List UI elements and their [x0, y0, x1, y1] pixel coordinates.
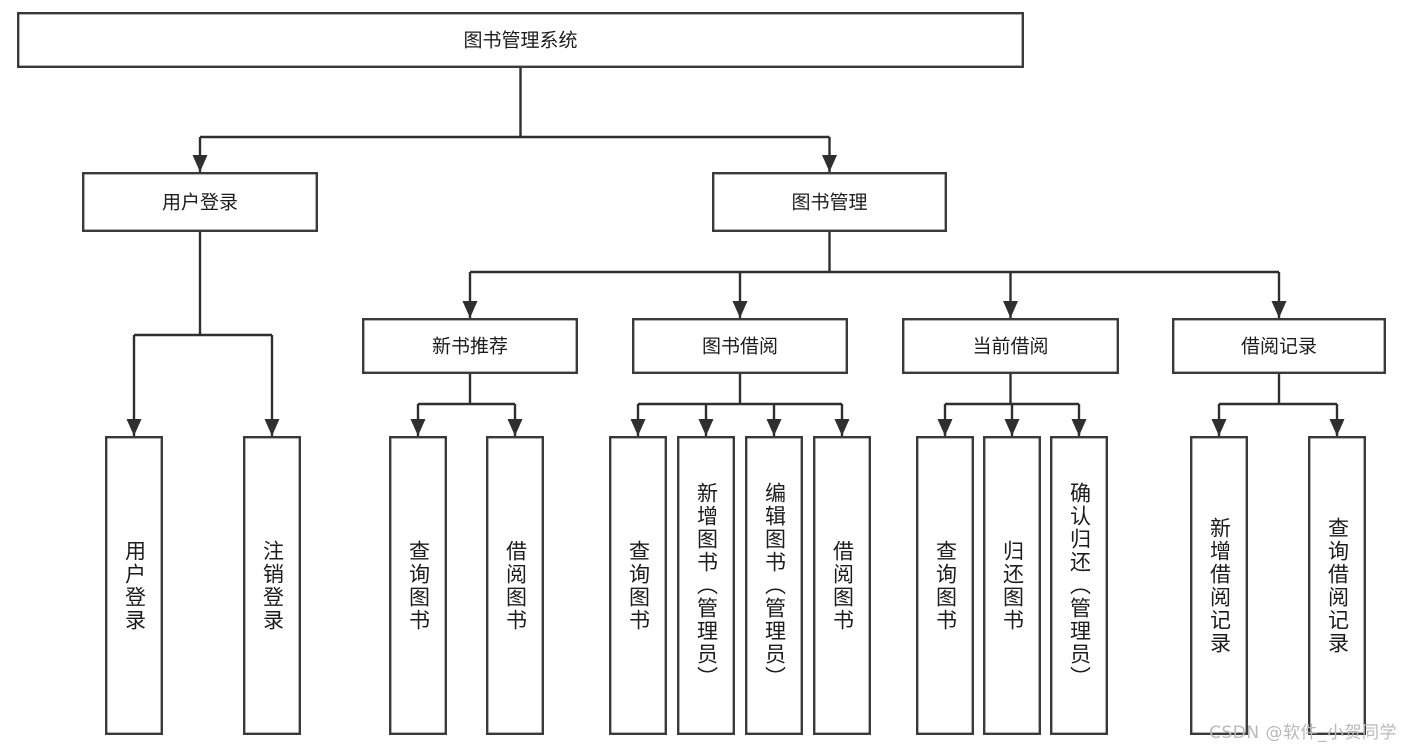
node-box-user-login[interactable]	[81, 171, 319, 232]
arrow-head-icon	[1211, 419, 1227, 436]
node-label-user-login: 用户登录	[162, 192, 238, 214]
arrow-head-icon	[1004, 419, 1020, 436]
arrow-head-icon	[732, 301, 748, 318]
node-box-query-book-3[interactable]	[916, 436, 975, 736]
arrow-head-icon	[1329, 419, 1345, 436]
node-box-root[interactable]	[17, 11, 1024, 68]
node-box-book-borrow[interactable]	[632, 318, 849, 375]
node-box-borrow-book-2[interactable]	[813, 436, 872, 736]
node-label-book-borrow: 图书借阅	[702, 336, 778, 358]
node-box-current-borrow[interactable]	[902, 318, 1120, 375]
node-box-book-manage[interactable]	[712, 171, 948, 232]
arrow-head-icon	[698, 419, 714, 436]
node-label-root: 图书管理系统	[463, 30, 577, 52]
arrow-head-icon	[410, 419, 426, 436]
node-box-query-book-1[interactable]	[389, 436, 448, 736]
arrow-head-icon	[630, 419, 646, 436]
csdn-watermark: CSDN @软件_小贺同学	[1209, 723, 1397, 743]
arrow-head-icon	[264, 419, 280, 436]
node-box-user-login-do[interactable]	[104, 436, 163, 736]
node-label-borrow-record: 借阅记录	[1241, 336, 1317, 358]
arrow-head-icon	[1071, 419, 1087, 436]
node-label-current-borrow: 当前借阅	[972, 336, 1048, 358]
node-box-return-book[interactable]	[983, 436, 1042, 736]
arrow-head-icon	[822, 155, 837, 172]
node-box-layer	[17, 11, 1386, 736]
arrow-head-icon	[834, 419, 850, 436]
node-box-borrow-book-1[interactable]	[486, 436, 545, 736]
connector-layer	[126, 68, 1345, 436]
arrow-head-icon	[126, 419, 142, 436]
node-box-borrow-record[interactable]	[1171, 318, 1386, 375]
node-box-confirm-return-admin[interactable]	[1049, 436, 1108, 736]
arrow-head-icon	[1271, 301, 1287, 318]
node-box-user-logout[interactable]	[242, 436, 301, 736]
arrow-head-icon	[462, 301, 478, 318]
arrow-head-icon	[192, 155, 208, 172]
node-box-add-book-admin[interactable]	[677, 436, 736, 736]
arrow-head-icon	[507, 419, 523, 436]
node-label-book-manage: 图书管理	[791, 192, 867, 214]
node-box-add-borrow-record[interactable]	[1189, 436, 1248, 736]
arrow-head-icon	[766, 419, 782, 436]
node-label-new-book-recommend: 新书推荐	[432, 336, 508, 358]
node-box-edit-book-admin[interactable]	[745, 436, 804, 736]
node-box-query-borrow-record[interactable]	[1307, 436, 1366, 736]
node-box-query-book-2[interactable]	[609, 436, 668, 736]
node-box-new-book-recommend[interactable]	[362, 318, 579, 375]
arrow-head-icon	[1003, 301, 1018, 318]
arrow-head-icon	[937, 419, 953, 436]
